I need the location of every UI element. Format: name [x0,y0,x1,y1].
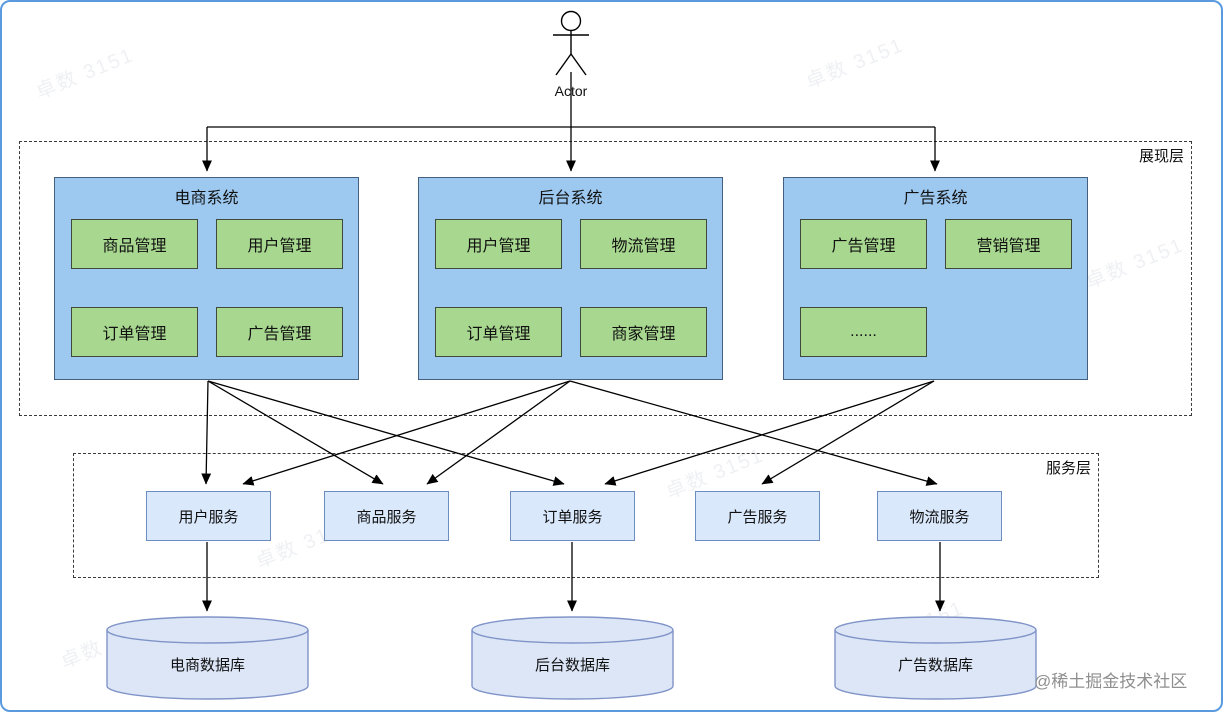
system-title: 电商系统 [174,190,239,207]
watermark-tile: 卓数 3151 [802,34,908,94]
credit-watermark: @稀土掘金技术社区 [1034,672,1188,691]
module-box: 用户管理 [435,219,562,269]
db-label-backend: 后台数据库 [534,657,610,674]
module-box: 商家管理 [580,307,707,357]
watermark-tile: 卓数 3151 [32,44,138,104]
db-label-advertising: 广告数据库 [897,657,973,674]
module-box: ...... [800,307,927,357]
service-box-logistics: 物流服务 [877,491,1002,541]
actor-label: Actor [554,83,588,99]
db-label-ecommerce: 电商数据库 [169,657,245,674]
module-box: 订单管理 [435,307,562,357]
module-box: 广告管理 [216,307,343,357]
module-box: 用户管理 [216,219,343,269]
presentation-layer-label: 展现层 [1138,148,1184,165]
system-box-backend: 后台系统 用户管理 物流管理 订单管理 商家管理 [418,177,723,380]
system-title: 后台系统 [538,190,603,207]
module-box: 订单管理 [71,307,198,357]
service-box-product: 商品服务 [324,491,449,541]
service-box-user: 用户服务 [146,491,271,541]
module-box: 商品管理 [71,219,198,269]
service-layer-label: 服务层 [1045,460,1091,477]
service-box-order: 订单服务 [510,491,635,541]
module-box: 广告管理 [800,219,927,269]
module-box: 营销管理 [945,219,1072,269]
actor-figure [553,10,589,76]
watermark-tile: 卓数 3151 [862,597,968,657]
service-box-ad: 广告服务 [695,491,820,541]
system-title: 广告系统 [903,190,968,207]
system-box-ecommerce: 电商系统 商品管理 用户管理 订单管理 广告管理 [54,177,359,380]
module-box: 物流管理 [580,219,707,269]
system-box-advertising: 广告系统 广告管理 营销管理 ...... [783,177,1088,380]
